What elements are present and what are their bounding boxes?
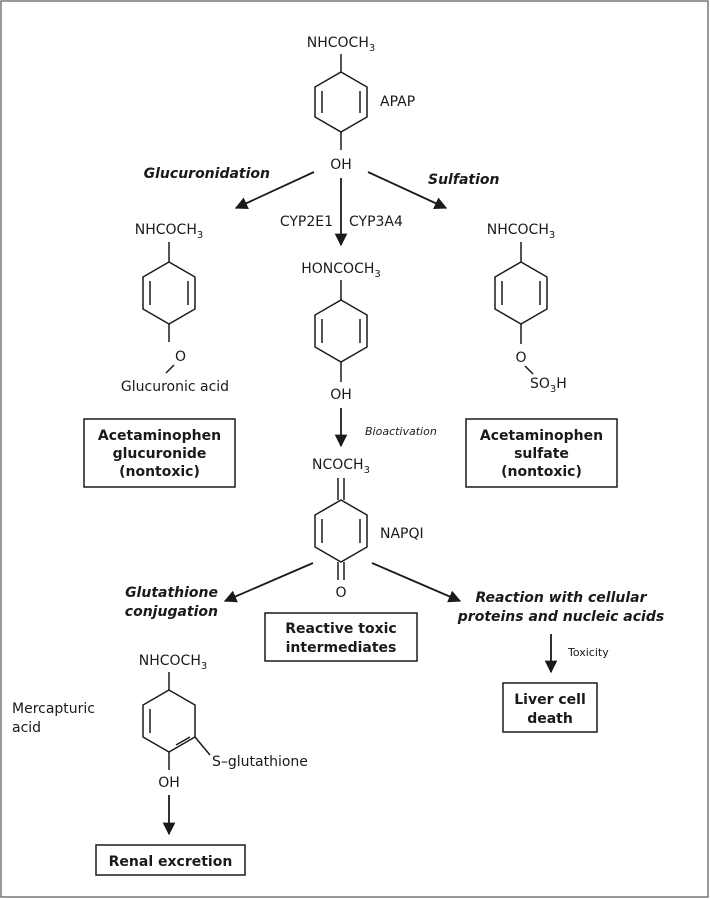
enzyme-cyp2e1: CYP2E1 [280,214,333,230]
proteins-label-line-1: Reaction with cellular [475,590,647,606]
glucuronidation-label: Glucuronidation [144,166,270,182]
napqi-molecule: NCOCH3 O NAPQI [312,457,424,601]
n-hydroxy-oh: OH [330,387,352,403]
glucuronide-box-line-1: Acetaminophen [98,428,221,444]
glucuronide-box: Acetaminophen glucuronide (nontoxic) [83,418,236,488]
apap-label: APAP [380,94,415,110]
mercapturic-oh: OH [158,775,180,791]
apap-molecule: NHCOCH3 OH APAP [307,35,415,173]
bioactivation-label: Bioactivation [365,425,437,438]
glucuronide-oxygen: O [175,349,186,365]
mercapturic-double-bond [175,736,191,746]
s-glutathione-label: S–glutathione [212,754,308,770]
glucuronide-bond-o [165,364,175,374]
sulfate-box-line-2: sulfate [514,446,569,462]
sulfate-box: Acetaminophen sulfate (nontoxic) [465,418,618,488]
glucuronide-box-line-2: glucuronide [113,446,207,462]
liver-box-line-1: Liver cell [514,692,586,708]
sulfate-group: SO3H [530,376,567,395]
sulfate-molecule: NHCOCH3 O SO3H [487,222,567,395]
arrow-to-glutathione [223,562,314,603]
glucuronide-molecule: NHCOCH3 O Glucuronic acid [121,222,229,395]
renal-excretion-text: Renal excretion [109,854,233,870]
glucuronide-group-label: NHCOCH3 [135,222,203,241]
sulfate-bond-o [524,365,534,375]
mercapturic-label-line-1: Mercapturic [12,701,95,717]
sulfation-label: Sulfation [428,172,499,188]
napqi-oxygen: O [335,585,346,601]
enzyme-cyp3a4: CYP3A4 [349,214,403,230]
glutathione-label-line-2: conjugation [125,604,218,620]
napqi-ring [314,499,368,563]
sulfate-box-line-1: Acetaminophen [480,428,603,444]
mercapturic-label-line-2: acid [12,720,41,736]
apap-group-label: NHCOCH3 [307,35,375,54]
arrow-to-glucuronidation [234,171,315,209]
sulfate-group-label: NHCOCH3 [487,222,555,241]
n-hydroxy-molecule: HONCOCH3 OH [301,261,381,403]
glucuronide-box-line-3: (nontoxic) [119,464,200,480]
napqi-group-label: NCOCH3 [312,457,370,476]
reactive-intermediates-box: Reactive toxic intermediates [264,612,418,662]
glutathione-label-line-1: Glutathione [125,585,218,601]
toxicity-label: Toxicity [567,646,609,659]
arrow-to-sulfation [367,171,448,209]
renal-excretion-box: Renal excretion [95,844,246,876]
proteins-label-line-2: proteins and nucleic acids [457,609,664,625]
reactive-box-line-2: intermediates [286,640,397,656]
apap-oh: OH [330,157,352,173]
mercapturic-bond-s [194,736,211,756]
n-hydroxy-group-label: HONCOCH3 [301,261,381,280]
arrow-to-proteins [371,562,462,603]
napqi-label: NAPQI [380,526,424,542]
sulfate-box-line-3: (nontoxic) [501,464,582,480]
glucuronic-acid-label: Glucuronic acid [121,379,229,395]
sulfate-oxygen: O [515,350,526,366]
mercapturic-group-label: NHCOCH3 [139,653,207,672]
liver-box-line-2: death [527,711,573,727]
mercapturic-acid-molecule: NHCOCH3 S–glutathione OH Mercapturic aci… [12,653,308,791]
reactive-box-line-1: Reactive toxic [285,621,396,637]
liver-cell-death-box: Liver cell death [502,682,598,733]
